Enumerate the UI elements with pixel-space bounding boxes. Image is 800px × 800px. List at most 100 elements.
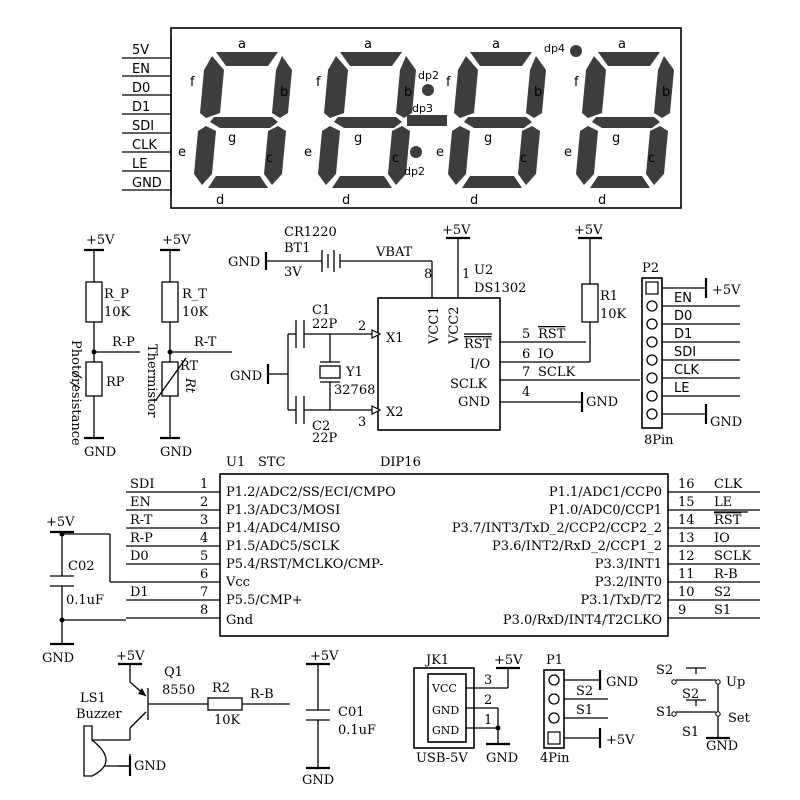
- mcu-func-p55: P5.5/CMP+: [226, 593, 303, 608]
- mcu-func-p13: P1.3/ADC3/MOSI: [226, 503, 340, 518]
- dp4-dot: [570, 45, 582, 57]
- segment-b: [272, 56, 292, 118]
- p2-gnd: GND: [710, 415, 742, 430]
- rt-symbol: Rt: [182, 377, 197, 394]
- seven-segment-display: 5V EN D0 D1 SDI CLK LE GND PM dp1: [122, 27, 682, 209]
- rp-label: R_P: [104, 287, 129, 302]
- p2-caption: 8Pin: [644, 433, 674, 448]
- p1-ref: P1: [546, 653, 563, 668]
- rtc-vcc-label: +5V: [442, 223, 471, 238]
- battery-type: CR1220: [284, 225, 337, 240]
- conn-label-5v: 5V: [132, 43, 149, 58]
- dp3-bar: [407, 115, 447, 126]
- seg-label-b: b: [662, 85, 670, 100]
- mcu-net-s2: S2: [714, 585, 731, 600]
- mcu-right-pin-lines: [668, 491, 760, 619]
- mcu-func-gnd: Gnd: [226, 613, 253, 628]
- p2-pin-d0: D0: [674, 309, 692, 324]
- buzzer-gnd: GND: [134, 759, 166, 774]
- mcu-u1: U1 STC DIP16: [42, 455, 760, 666]
- segment-c: [388, 126, 410, 185]
- net-io: IO: [538, 347, 554, 362]
- rp-net-label: R-P: [112, 335, 135, 350]
- seg-label-g: g: [484, 131, 492, 146]
- mcu-pin-16: 16: [678, 477, 695, 492]
- seg-label-g: g: [228, 131, 236, 146]
- conn-label-le: LE: [132, 157, 147, 172]
- mcu-pin-11: 11: [678, 567, 695, 582]
- c01-gnd: GND: [302, 773, 334, 788]
- conn-label-sdi: SDI: [132, 119, 154, 134]
- thermistor-circuit: +5V R_T 10K R-T RT Rt GND Thermistor: [144, 233, 232, 460]
- conn-label-en: EN: [132, 62, 150, 77]
- junction-dot: [167, 349, 173, 355]
- mcu-pin-9: 9: [678, 603, 686, 618]
- mcu-pin-8: 8: [200, 603, 208, 618]
- p2-ref: P2: [642, 261, 659, 276]
- segment-a: [470, 52, 532, 66]
- switches: S2 Up S2 S1 Set S1 GND: [656, 663, 751, 754]
- seg-label-e: e: [178, 145, 186, 160]
- junction-dot: [91, 349, 97, 355]
- mcu-func-p31: P3.1/TxD/T2: [580, 593, 662, 608]
- c1-ref: C1: [312, 303, 330, 318]
- ls1-label: Buzzer: [76, 707, 122, 722]
- jk1-gnd: GND: [486, 751, 518, 766]
- rt-label: R_T: [182, 287, 207, 302]
- y1-value: 32768: [334, 383, 375, 398]
- segment-c: [264, 126, 286, 185]
- mcu-ref: U1: [226, 455, 245, 470]
- conn-label-clk: CLK: [132, 138, 157, 153]
- rtc-pin-7: 7: [522, 365, 530, 380]
- jk1-ref: JK1: [424, 653, 449, 668]
- r2-ref: R2: [212, 681, 230, 696]
- mcu-pin-3: 3: [200, 513, 208, 528]
- jk1-vcc: +5V: [494, 653, 523, 668]
- dp2-bottom-dot: [410, 146, 422, 158]
- transistor-arrow: [138, 688, 146, 696]
- p2-body: [641, 277, 663, 429]
- seg-label-d: d: [598, 193, 606, 208]
- segment-f: [324, 56, 348, 118]
- seg-label-f: f: [446, 75, 451, 90]
- vbat-label: VBAT: [375, 245, 413, 260]
- mcu-func-p32: P3.2/INT0: [595, 575, 662, 590]
- jk1-pin-gnd1: GND: [432, 724, 459, 737]
- display-connector-labels: 5V EN D0 D1 SDI CLK LE GND: [132, 43, 162, 191]
- mcu-pin-2: 2: [200, 495, 208, 510]
- mcu-pin-15: 15: [678, 495, 695, 510]
- ls1-ref: LS1: [80, 691, 106, 706]
- seg-label-e: e: [304, 145, 312, 160]
- up-label: Up: [726, 675, 745, 690]
- mcu-net-rt: R-T: [130, 513, 153, 528]
- c1-value: 22P: [312, 317, 338, 332]
- mcu-pin-4: 4: [200, 531, 208, 546]
- x1-pin: X1: [386, 331, 404, 346]
- digit-1: [194, 52, 292, 188]
- r2-value: 10K: [214, 713, 241, 728]
- segment-d: [462, 176, 522, 188]
- p1-caption: 4Pin: [540, 751, 570, 766]
- segment-c: [518, 126, 540, 185]
- battery-gnd-label: GND: [228, 255, 260, 270]
- segment-b: [654, 56, 674, 118]
- buzzer-icon: [83, 725, 107, 777]
- sclk-pin: SCLK: [450, 377, 487, 392]
- mcu-maker: STC: [258, 455, 286, 470]
- segment-g: [334, 117, 402, 128]
- segment-a: [340, 52, 402, 66]
- mcu-net-rst: RST: [714, 513, 742, 528]
- rst-pin: RST: [464, 337, 492, 352]
- digit-3: [448, 52, 546, 188]
- digit-4: [576, 52, 674, 188]
- buzzer-vcc: +5V: [116, 649, 145, 664]
- mcu-pin-7: 7: [200, 585, 208, 600]
- conn-label-d1: D1: [132, 100, 150, 115]
- io-pin: I/O: [470, 357, 490, 372]
- display-connector-lines: [122, 38, 172, 194]
- segment-g: [210, 117, 278, 128]
- q1-part: 8550: [162, 683, 195, 698]
- dp2-top-dot: [422, 84, 434, 96]
- seg-label-e: e: [564, 145, 572, 160]
